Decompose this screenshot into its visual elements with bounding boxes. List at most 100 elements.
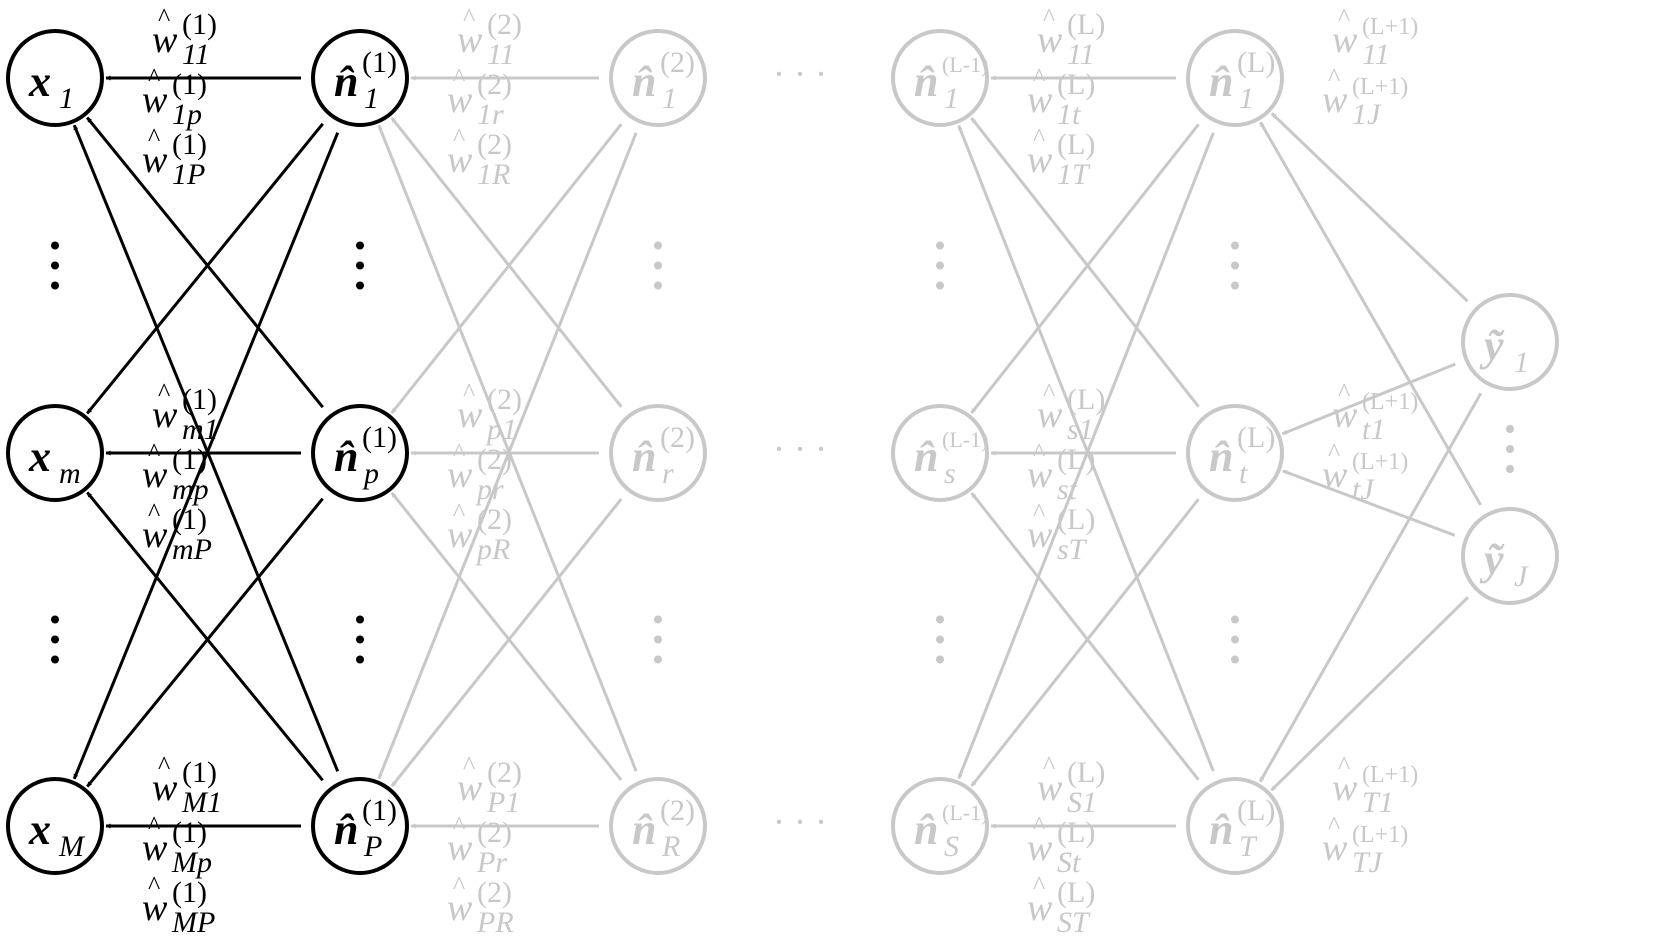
weight-sup: (L) <box>1067 8 1105 41</box>
weight-sup: (L) <box>1057 443 1095 476</box>
weight-sup: (2) <box>487 756 522 789</box>
node-label: n̂ <box>1209 57 1233 106</box>
node-sub: 1 <box>1514 346 1529 379</box>
weight-sup: (L) <box>1057 816 1095 849</box>
node-sup: (L) <box>1237 421 1275 454</box>
weight-sub: 11 <box>1067 38 1095 71</box>
edge-n2-1-to-n1-p <box>390 123 623 415</box>
weight-symbol: w <box>447 139 473 181</box>
weight-sup: (L) <box>1067 383 1105 416</box>
weight-sub: 11 <box>487 38 515 71</box>
weight-symbol: w <box>447 79 473 121</box>
vertical-ellipsis-dot <box>654 261 662 270</box>
weight-sub: 1T <box>1057 158 1091 191</box>
node-sub: 1 <box>59 82 74 115</box>
weight-symbol: w <box>1322 79 1348 121</box>
weight-symbol: w <box>142 139 168 181</box>
node-nL-T: n̂(L)T <box>1186 777 1284 875</box>
vertical-ellipsis-dot <box>1506 445 1514 453</box>
horizontal-ellipsis: · · · <box>773 429 827 469</box>
vertical-ellipsis-dot <box>936 615 944 624</box>
weight-symbol: w <box>1027 514 1053 556</box>
weight-hat: ^ <box>148 438 160 467</box>
weight-symbol: w <box>1027 887 1053 929</box>
weight-label-3-ST: ^w(L)ST <box>1027 871 1095 939</box>
weight-hat: ^ <box>1033 63 1045 92</box>
weight-sub: P1 <box>486 786 520 819</box>
node-circle <box>311 29 409 127</box>
weight-label-3-S1: ^w(L)S1 <box>1037 751 1105 819</box>
weight-label-1-p1: ^w(2)p1 <box>457 378 522 446</box>
node-sup: (L) <box>1237 46 1275 79</box>
weight-symbol: w <box>447 827 473 869</box>
node-sub: p <box>362 457 379 490</box>
edge-nL-t-to-nL1-1 <box>970 117 1200 408</box>
weight-sub: 1r <box>477 98 504 131</box>
weight-label-1-P1: ^w(2)P1 <box>457 751 522 819</box>
weight-sub: M1 <box>181 786 222 819</box>
weight-sub: MP <box>171 906 215 939</box>
node-n1-P: n̂(1)P <box>311 777 409 875</box>
node-sup: (L-1) <box>942 800 988 825</box>
node-nL-1: n̂(L)1 <box>1186 29 1284 127</box>
node-sub: J <box>1514 560 1529 593</box>
weight-hat: ^ <box>1033 811 1045 840</box>
node-circle <box>891 29 989 127</box>
weight-sup: (2) <box>477 503 512 536</box>
weight-sup: (1) <box>182 756 217 789</box>
weight-sub: 1J <box>1352 98 1382 131</box>
edge-n1-P-to-x1 <box>72 124 340 772</box>
node-label: n̂ <box>632 57 656 106</box>
node-sub: 1 <box>944 82 959 115</box>
weight-symbol: w <box>447 887 473 929</box>
weight-symbol: w <box>1037 19 1063 61</box>
weight-label-3-st: ^w(L)st <box>1027 438 1095 506</box>
weight-sup: (2) <box>477 443 512 476</box>
weight-label-1-PR: ^w(2)PR <box>447 871 514 939</box>
weight-sup: (2) <box>477 68 512 101</box>
weight-label-4-tJ: ^w(L+1)tJ <box>1322 438 1408 506</box>
weight-hat: ^ <box>463 378 475 407</box>
weight-hat: ^ <box>148 63 160 92</box>
node-sup: (L-1) <box>942 427 988 452</box>
weight-sub: TJ <box>1352 846 1384 879</box>
weight-label-0-1P: ^w(1)1P <box>142 123 207 191</box>
node-sub: R <box>661 830 680 863</box>
vertical-ellipsis-dot <box>356 615 364 624</box>
vertical-ellipsis-dot <box>936 241 944 250</box>
edge-n1-p-to-xM <box>86 497 324 788</box>
weight-edges <box>72 75 1483 829</box>
weight-hat: ^ <box>1043 751 1055 780</box>
edge-yJ-to-nL-1 <box>1259 121 1482 506</box>
weight-labels: ^w(1)11^w(1)1p^w(1)1P^w(1)m1^w(1)mp^w(1)… <box>142 3 1418 939</box>
node-circle <box>6 29 104 127</box>
weight-hat: ^ <box>1338 3 1350 32</box>
edge-nL-T-to-nL1-s <box>970 492 1200 781</box>
weight-sup: (2) <box>487 383 522 416</box>
weight-hat: ^ <box>1338 751 1350 780</box>
weight-label-0-11: ^w(1)11 <box>152 3 217 71</box>
node-circle <box>1461 293 1559 391</box>
weight-sub: s1 <box>1067 413 1094 446</box>
vertical-ellipsis-dot <box>356 655 364 664</box>
vertical-ellipsis-dot <box>51 635 59 644</box>
vertical-ellipsis-dot <box>356 261 364 270</box>
weight-label-0-MP: ^w(1)MP <box>142 871 215 939</box>
node-nL-t: n̂(L)t <box>1186 404 1284 502</box>
weight-symbol: w <box>457 19 483 61</box>
node-circle <box>609 29 707 127</box>
vertical-ellipsis-dot <box>1231 615 1239 624</box>
weight-hat: ^ <box>453 871 465 900</box>
weight-hat: ^ <box>148 811 160 840</box>
weight-sub: p1 <box>485 413 517 446</box>
weight-label-3-s1: ^w(L)s1 <box>1037 378 1105 446</box>
weight-sup: (L+1) <box>1352 74 1408 100</box>
edge-n2-R-to-n1-1 <box>377 124 638 772</box>
node-label: ỹ <box>1479 535 1505 584</box>
node-sup: (L-1) <box>942 52 988 77</box>
vertical-ellipsis-dot <box>356 281 364 290</box>
ellipsis-markers: · · ·· · ·· · · <box>51 54 1514 842</box>
